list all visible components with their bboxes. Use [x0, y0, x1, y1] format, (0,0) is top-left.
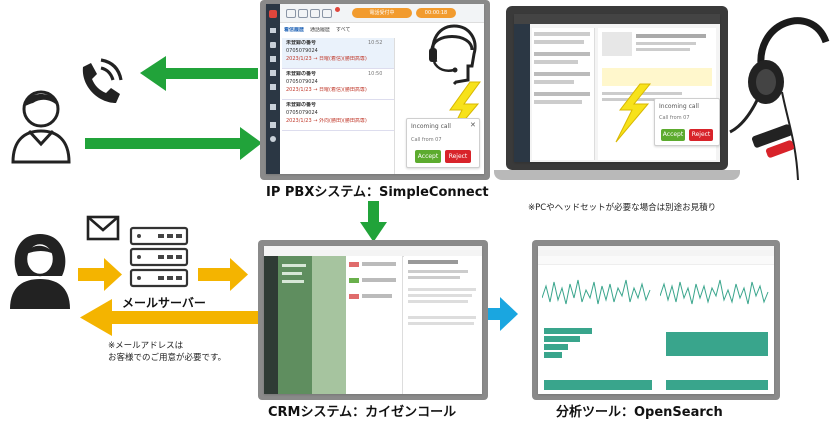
reject-button[interactable]: Reject	[445, 150, 471, 163]
laptop-popup-from: Call from 07	[659, 115, 690, 121]
status-pill[interactable]: 電話受付中	[352, 8, 412, 18]
list-item[interactable]: 未登録の番号 10:50 0705079024 2023/1/23 → 日曜(着…	[282, 69, 394, 100]
yellow-arrow-reply	[80, 299, 260, 336]
laptop-pbx-sidebar	[514, 24, 530, 162]
history-list: 未登録の番号 10:52 0705079024 2023/1/23 → 日曜(着…	[282, 38, 395, 174]
analytics-label: 分析ツール：OpenSearch	[556, 405, 723, 420]
crm-icon-rail	[264, 256, 278, 394]
crm-folder-column	[312, 256, 346, 394]
yellow-arrow-to-crm	[198, 258, 248, 291]
settings-nav-icon[interactable]	[270, 84, 276, 90]
list-item[interactable]: 未登録の番号 10:52 0705079024 2023/1/23 → 日曜(着…	[282, 38, 394, 69]
mail-server-label: メールサーバー	[122, 296, 206, 310]
pbx-topbar: 電話受付中 00:00:18	[280, 4, 484, 23]
bar-block	[544, 336, 580, 342]
laptop-lightning-icon	[615, 83, 652, 143]
laptop-incoming-popup: Incoming call Call from 07 Accept Reject	[654, 98, 720, 146]
popup-from: Call from 07	[411, 137, 442, 143]
phone-icon	[82, 58, 123, 103]
toolbar-icon-4[interactable]	[322, 9, 332, 18]
server-icon	[129, 226, 189, 288]
yellow-arrow-to-server	[78, 258, 122, 291]
laptop-base	[494, 170, 740, 180]
person-icon	[11, 90, 71, 164]
crm-sidebar	[278, 256, 312, 394]
laptop-accept-button[interactable]: Accept	[661, 129, 685, 141]
chart-nav-icon[interactable]	[270, 104, 276, 110]
bar-block	[544, 352, 562, 358]
bar-block	[544, 380, 652, 390]
tab-call-history[interactable]: 通話履歴	[310, 27, 331, 33]
close-icon[interactable]: ✕	[470, 121, 476, 129]
mail-note-line1: ※メールアドレスは	[108, 341, 184, 351]
blue-arrow-to-analytics	[486, 297, 518, 331]
users-nav-icon[interactable]	[270, 122, 276, 128]
call-timer: 00:00:18	[416, 8, 456, 18]
bar-block	[544, 344, 568, 350]
laptop-popup-title: Incoming call	[659, 103, 699, 110]
toolbar-icon-2[interactable]	[298, 9, 308, 18]
history-tabs: 着信履歴 通話履歴 すべて	[284, 26, 394, 36]
calendar-nav-icon[interactable]	[270, 70, 276, 76]
green-arrow-down-to-crm	[360, 201, 387, 242]
analytics-window	[538, 246, 774, 394]
pbx-incoming-popup: Incoming call ✕ Call from 07 Accept Reje…	[406, 118, 480, 168]
crm-window	[264, 246, 482, 394]
contacts-nav-icon[interactable]	[270, 56, 276, 62]
mail-note-line2: お客様でのご用意が必要です。	[108, 353, 227, 363]
pbx-label: IP PBXシステム：SimpleConnect	[266, 185, 489, 200]
tab-all[interactable]: すべて	[336, 27, 351, 33]
line-chart-left	[542, 279, 651, 305]
mail-note: ※メールアドレスは お客様でのご用意が必要です。	[108, 340, 226, 364]
analytics-filterbar	[538, 256, 774, 265]
headset-note: ※PCやヘッドセットが必要な場合は別途お見積り	[528, 203, 717, 213]
line-chart-right	[660, 279, 769, 305]
person-female-icon	[10, 234, 70, 309]
laptop-titlebar	[514, 14, 720, 24]
pbx-logo	[269, 10, 277, 18]
gear-icon[interactable]	[270, 136, 276, 142]
pbx-window: 電話受付中 00:00:18 着信履歴 通話履歴 すべて 未登録の番号 10:5…	[266, 4, 484, 174]
home-icon[interactable]	[270, 28, 276, 33]
bar-block	[544, 328, 592, 334]
list-item[interactable]: 未登録の番号 0705079024 2023/1/23 → 外向(勝田)(勝田高…	[282, 100, 394, 131]
headset-icon	[729, 17, 830, 181]
green-arrow-to-phone	[140, 56, 258, 91]
notification-badge	[335, 7, 340, 12]
green-arrow-to-pbx	[85, 127, 262, 160]
crm-label: CRMシステム：カイゼンコール	[268, 405, 457, 420]
phone-nav-icon[interactable]	[270, 42, 276, 48]
crm-ticket-detail	[404, 256, 482, 394]
accept-button[interactable]: Accept	[415, 150, 441, 163]
popup-title: Incoming call	[411, 123, 451, 130]
tab-incoming-history[interactable]: 着信履歴	[284, 27, 305, 33]
bar-block	[666, 332, 768, 356]
pbx-sidebar	[266, 4, 280, 174]
operator-headset-icon	[429, 24, 477, 86]
bar-block	[666, 380, 768, 390]
laptop-contact-list	[532, 28, 595, 160]
envelope-icon	[86, 215, 120, 241]
toolbar-icon-3[interactable]	[310, 9, 320, 18]
toolbar-icon-1[interactable]	[286, 9, 296, 18]
laptop-reject-button[interactable]: Reject	[689, 129, 713, 141]
crm-ticket-list	[346, 256, 403, 394]
